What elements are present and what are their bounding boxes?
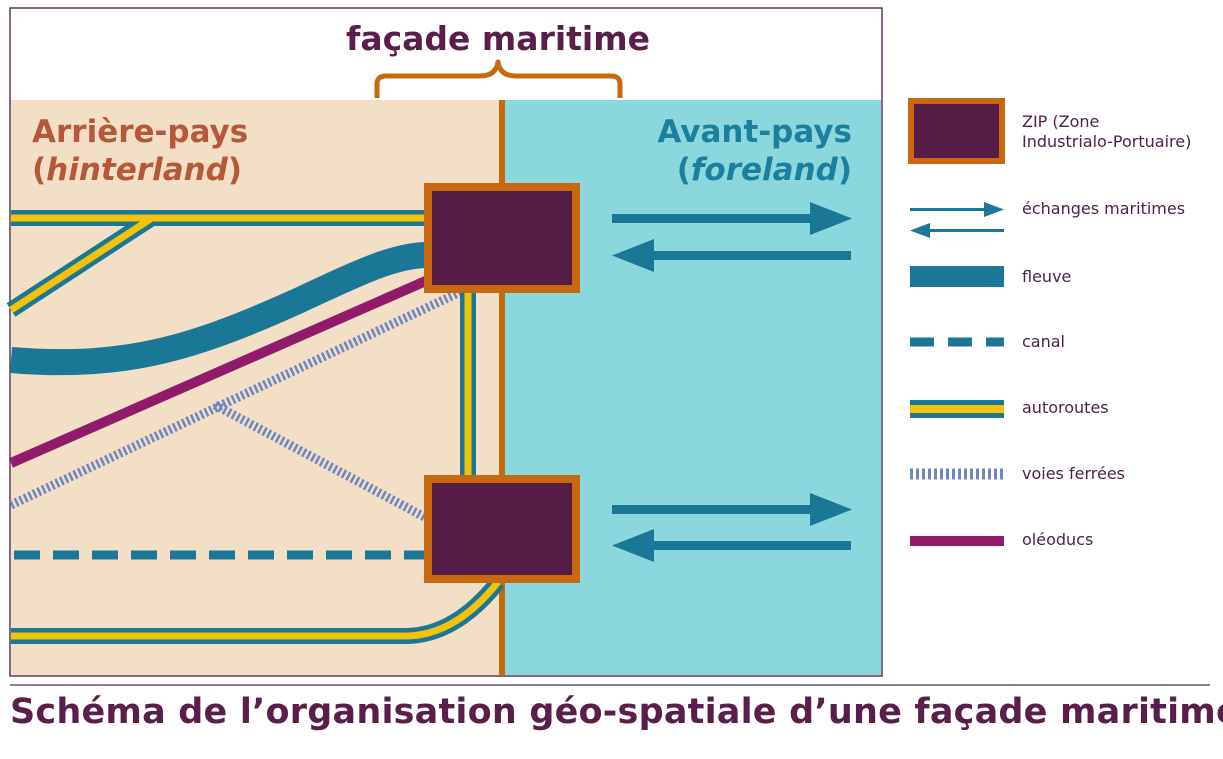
hinterland-title: Arrière-pays	[32, 114, 248, 150]
caption: Schéma de l’organisation géo-spatiale d’…	[10, 692, 1223, 732]
legend-canal-label: canal	[1022, 332, 1065, 351]
legend-oleoducs-label: oléoducs	[1022, 530, 1094, 549]
highways	[9, 214, 501, 640]
exchange-arrows-icon	[910, 202, 1004, 238]
maritime-exchanges-upper	[612, 202, 852, 272]
pipeline	[8, 275, 431, 468]
legend-zip-line1: ZIP (Zone	[1022, 112, 1100, 131]
legend-echanges-label: échanges maritimes	[1022, 199, 1186, 218]
zip-upper	[424, 183, 580, 293]
legend-fleuve-label: fleuve	[1022, 267, 1072, 286]
legend-zip-line2: Industrialo-Portuaire)	[1022, 132, 1192, 151]
facade-brace	[374, 59, 623, 98]
maritime-exchanges-lower	[612, 493, 852, 562]
legend-autoroutes-label: autoroutes	[1022, 398, 1109, 417]
river	[9, 242, 429, 376]
facade-label: façade maritime	[346, 19, 650, 58]
highway-icon	[910, 400, 1004, 418]
railways	[9, 287, 462, 524]
river-icon	[910, 266, 1004, 287]
pipeline-icon	[910, 536, 1004, 546]
caption-divider	[10, 684, 1210, 686]
hinterland-subtitle: (hinterland)	[32, 152, 242, 188]
zip-icon	[908, 98, 1005, 164]
zip-lower	[424, 475, 580, 583]
foreland-title: Avant-pays	[657, 114, 852, 150]
legend-voies-label: voies ferrées	[1022, 464, 1125, 483]
foreland-subtitle: (foreland)	[677, 152, 852, 188]
